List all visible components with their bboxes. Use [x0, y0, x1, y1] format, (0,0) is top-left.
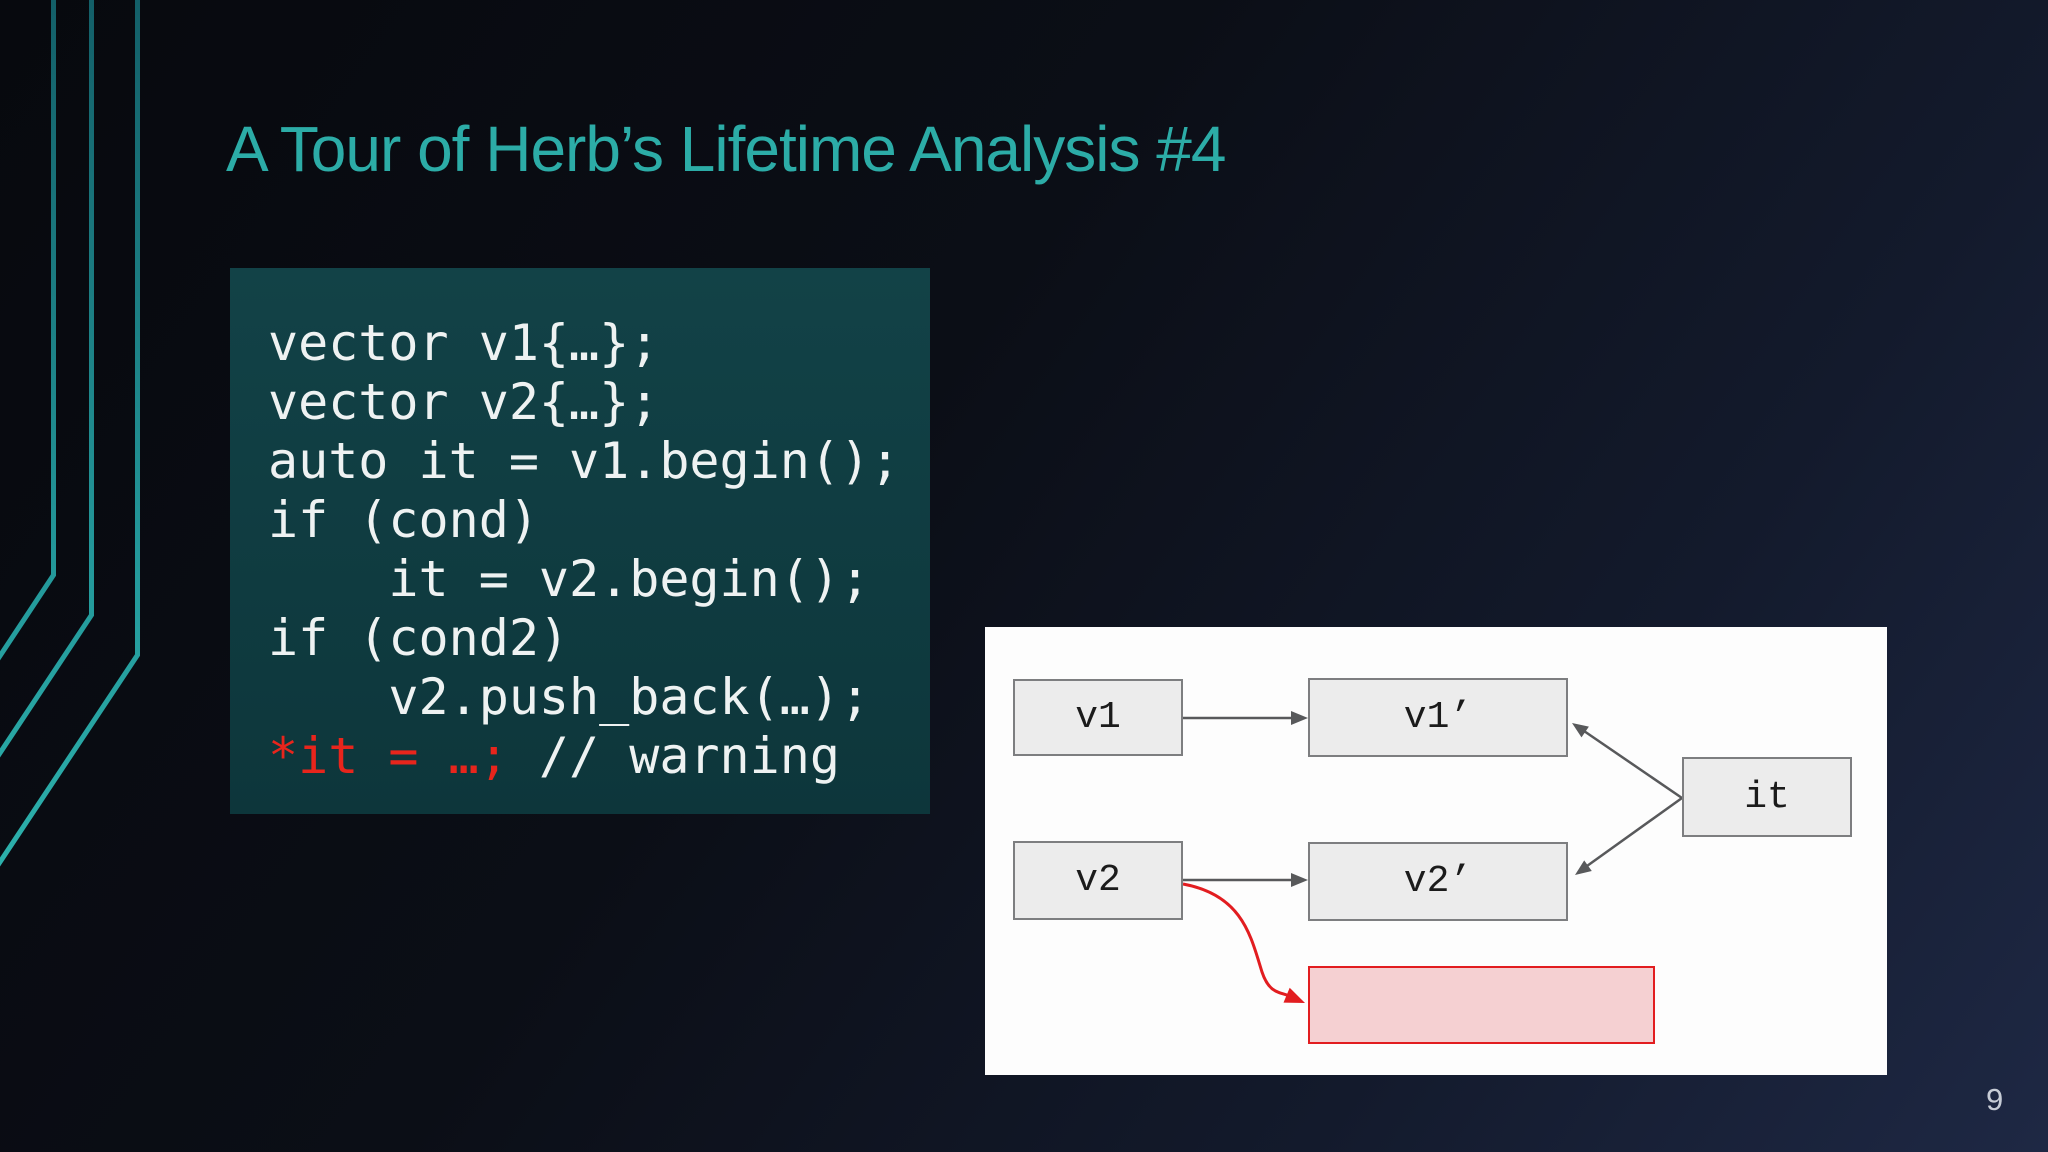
node-label: v1: [1075, 696, 1121, 739]
node-v2: v2: [1013, 841, 1183, 920]
code-line: vector v2{…};: [268, 373, 930, 432]
node-label: v1’: [1403, 696, 1473, 739]
code-line: if (cond): [268, 491, 930, 550]
code-segment: // warning: [508, 727, 840, 785]
code-line: if (cond2): [268, 609, 930, 668]
code-segment: auto it = v1.begin();: [268, 432, 901, 490]
node-v2-prime: v2’: [1308, 842, 1568, 921]
node-it: it: [1682, 757, 1852, 837]
code-line: v2.push_back(…);: [268, 668, 930, 727]
diagram-arrows: [1182, 711, 1683, 1003]
code-line: vector v1{…};: [268, 314, 930, 373]
code-line: *it = …; // warning: [268, 727, 930, 786]
code-segment: vector v1{…};: [268, 314, 660, 372]
page-number: 9: [1986, 1082, 2004, 1117]
code-segment: vector v2{…};: [268, 373, 660, 431]
code-block: vector v1{…}; vector v2{…}; auto it = v1…: [230, 268, 930, 814]
slide-title: A Tour of Herb’s Lifetime Analysis #4: [226, 113, 1226, 185]
arrowhead-it-to-v2p: [1575, 860, 1592, 875]
code-segment: it = v2.begin();: [268, 550, 871, 608]
arrow-v2-to-invalidated: [1182, 882, 1288, 997]
node-v1-prime: v1’: [1308, 678, 1568, 757]
arrowhead-it-to-v1p: [1572, 723, 1589, 738]
accent-line-middle: [0, 0, 94, 758]
accent-line-inner: [0, 0, 140, 867]
code-segment: if (cond): [268, 491, 539, 549]
arrowhead-v2-to-v2p: [1291, 873, 1308, 887]
accent-line-outer: [0, 0, 56, 661]
node-label: it: [1744, 775, 1790, 819]
lifetime-diagram-panel: v1 v1’ v2 v2’ it: [985, 627, 1887, 1075]
code-segment: if (cond2): [268, 609, 570, 667]
arrow-it-to-v2p: [1586, 796, 1683, 868]
node-label: v2’: [1403, 860, 1473, 903]
code-segment: v2.push_back(…);: [268, 668, 871, 726]
arrowhead-v2-to-invalidated: [1283, 987, 1305, 1003]
accent-lines: [0, 0, 140, 867]
node-label: v2: [1075, 859, 1121, 902]
code-warning-segment: *it = …;: [268, 727, 509, 785]
arrowhead-v1-to-v1p: [1291, 711, 1308, 725]
code-line: auto it = v1.begin();: [268, 432, 930, 491]
arrow-it-to-v1p: [1583, 729, 1683, 800]
invalidated-node: [1308, 966, 1655, 1044]
node-v1: v1: [1013, 679, 1183, 756]
code-line: it = v2.begin();: [268, 550, 930, 609]
